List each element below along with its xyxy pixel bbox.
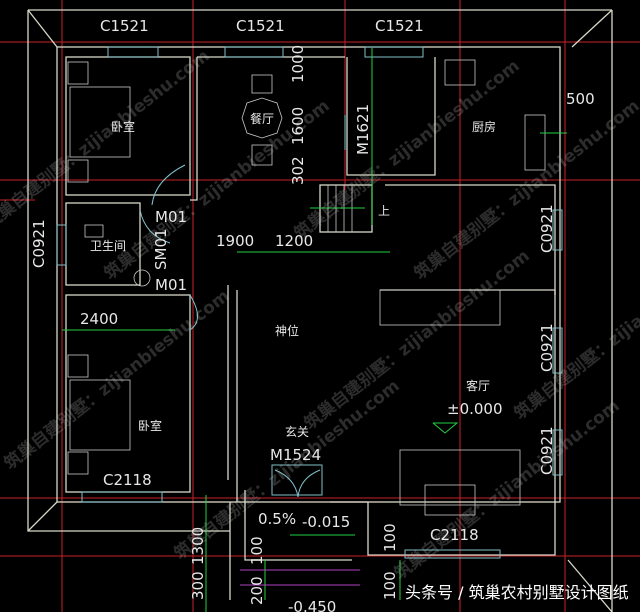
dimension-label: 1600 xyxy=(289,107,307,145)
dimension-label: 500 xyxy=(566,90,595,108)
room-label-bedroom: 卧室 xyxy=(111,119,135,134)
level-label: -0.015 xyxy=(302,513,350,531)
room-label-dining: 餐厅 xyxy=(250,111,274,126)
room-label-bathroom: 卫生间 xyxy=(90,239,126,253)
dimension-label: 200 xyxy=(248,576,266,605)
window-label: C0921 xyxy=(538,204,556,253)
dimension-label: 100 xyxy=(381,571,399,600)
dimension-label: 302 xyxy=(289,156,307,185)
dimension-label: 300 xyxy=(189,571,207,600)
slope-label: 0.5% xyxy=(258,510,296,528)
door-label: M01 xyxy=(155,276,187,294)
dimension-label: 1900 xyxy=(216,232,254,250)
dimension-label: 2400 xyxy=(80,310,118,328)
door-label: SM01 xyxy=(152,228,170,270)
room-label-living: 客厅 xyxy=(466,378,490,393)
dimension-label: 1000 xyxy=(289,45,307,83)
window-label: C0921 xyxy=(30,219,48,268)
dimension-label: 1300 xyxy=(189,527,207,565)
roof-outline xyxy=(27,9,613,612)
furniture xyxy=(67,59,546,516)
room-label-shrine: 神位 xyxy=(275,323,299,338)
dimension-label: 100 xyxy=(248,536,266,565)
level-label: ±0.000 xyxy=(447,400,503,418)
door-label: M1621 xyxy=(354,104,372,155)
level-label: -0.450 xyxy=(288,598,336,612)
window-label: C1521 xyxy=(375,17,424,35)
window-label: C1521 xyxy=(236,17,285,35)
door-label: M1524 xyxy=(270,446,321,464)
window-label: C0921 xyxy=(538,323,556,372)
dimension-label: 1200 xyxy=(275,232,313,250)
stairs-up-label: 上 xyxy=(378,204,390,218)
caption: 头条号 / 筑巢农村别墅设计图纸 xyxy=(405,583,629,602)
room-label-bedroom: 卧室 xyxy=(138,418,162,433)
door-label: M01 xyxy=(155,208,187,226)
window-label: C2118 xyxy=(103,471,152,489)
door-swings xyxy=(139,115,346,498)
dimension-lines xyxy=(62,48,567,612)
window-label: C1521 xyxy=(100,17,149,35)
dimension-label: 100 xyxy=(381,523,399,552)
window-label: C2118 xyxy=(430,526,479,544)
windows xyxy=(56,46,563,559)
room-label-kitchen: 厨房 xyxy=(472,119,496,134)
room-label-foyer: 玄关 xyxy=(285,424,309,439)
window-label: C0921 xyxy=(538,426,556,475)
